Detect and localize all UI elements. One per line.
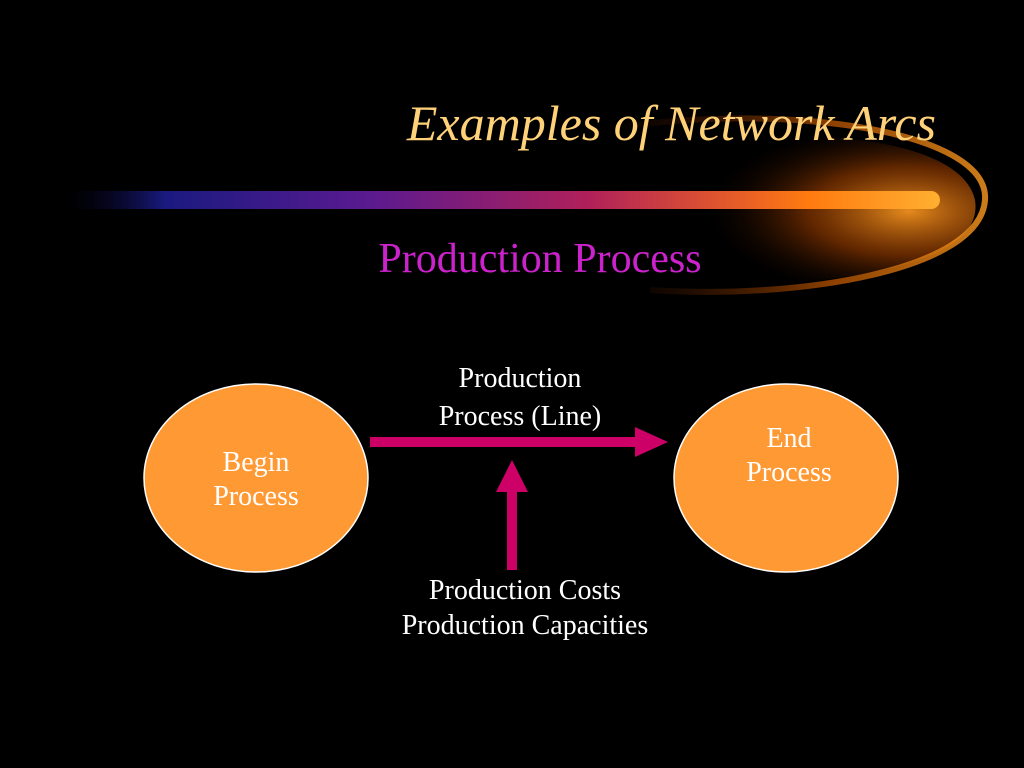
arc-label-line2: Process (Line)	[438, 401, 602, 432]
swoosh-glow	[640, 136, 976, 286]
input-label: Production Costs Production Capacities	[330, 573, 720, 643]
gradient-bar	[60, 191, 940, 209]
end-node-label-line2: Process	[746, 457, 832, 488]
input-label-line2: Production Capacities	[401, 610, 649, 641]
end-node-label-line1: End	[766, 423, 812, 454]
begin-node-label: Begin Process	[156, 446, 356, 514]
slide-title: Examples of Network Arcs	[406, 95, 936, 151]
input-label-line1: Production Costs	[428, 575, 622, 606]
begin-node	[143, 383, 369, 573]
slide-subtitle: Production Process	[378, 236, 702, 282]
begin-node-label-line1: Begin	[222, 447, 290, 478]
arc-arrow-shaft	[370, 437, 640, 447]
end-node-label: End Process	[686, 422, 892, 490]
end-node	[673, 383, 899, 573]
arc-arrow-head	[635, 427, 668, 457]
begin-node-label-line2: Process	[213, 481, 299, 512]
arc-label-line1: Production	[458, 363, 582, 394]
input-arrow-shaft	[507, 488, 517, 570]
input-arrow-head	[496, 460, 528, 492]
swoosh-ring	[599, 115, 989, 295]
arc-label: Production Process (Line)	[380, 360, 660, 436]
